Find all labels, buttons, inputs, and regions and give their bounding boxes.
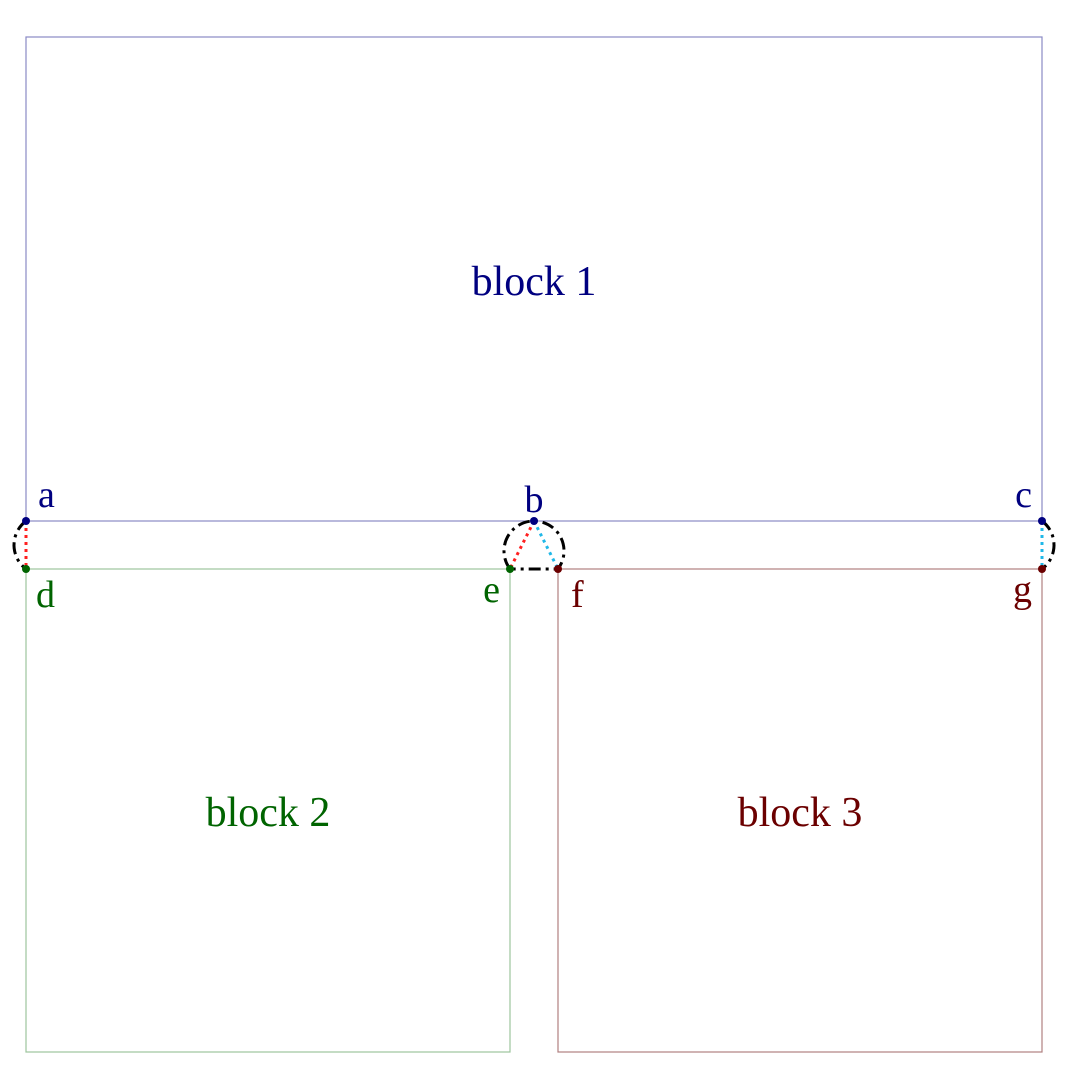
label-f: f bbox=[571, 574, 584, 616]
label-b: b bbox=[525, 479, 544, 521]
point-a bbox=[22, 517, 30, 525]
label-a: a bbox=[38, 474, 55, 516]
link-b-f bbox=[532, 520, 560, 570]
point-d bbox=[22, 565, 30, 573]
block-3-label: block 3 bbox=[738, 790, 863, 836]
label-d: d bbox=[36, 574, 55, 616]
label-e: e bbox=[483, 569, 500, 611]
arc-c-g bbox=[1041, 519, 1056, 571]
label-g: g bbox=[1013, 569, 1032, 611]
block-1-label: block 1 bbox=[472, 259, 597, 305]
point-f bbox=[554, 565, 562, 573]
arc-a-d bbox=[12, 519, 27, 571]
point-b bbox=[530, 517, 538, 525]
label-c: c bbox=[1015, 474, 1032, 516]
link-b-e bbox=[508, 520, 536, 570]
point-e bbox=[506, 565, 514, 573]
point-c bbox=[1038, 517, 1046, 525]
arc-e-b-f bbox=[502, 519, 566, 571]
block-2-label: block 2 bbox=[206, 790, 331, 836]
block-2-rect bbox=[25, 568, 511, 1053]
block-3-rect bbox=[557, 568, 1043, 1053]
point-g bbox=[1038, 565, 1046, 573]
